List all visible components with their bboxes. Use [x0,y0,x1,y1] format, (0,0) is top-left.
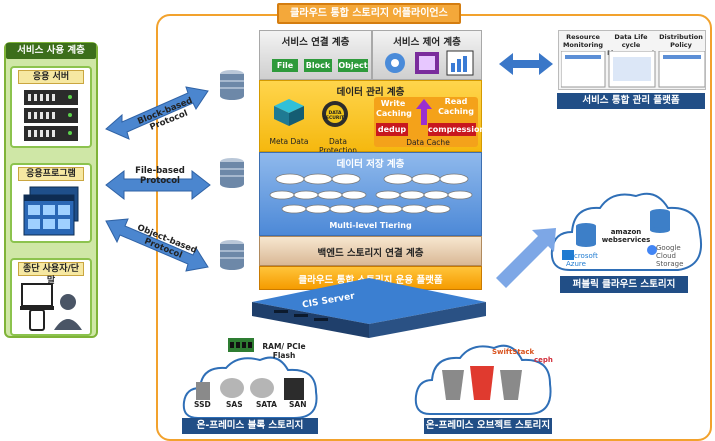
control-tools-icon [385,50,474,76]
read-caching-label: Read Caching [438,97,474,116]
metadata-cube-icon [274,99,304,126]
management-link-arrow [499,53,553,75]
data-management-title: 데이터 관리 계층 [336,87,405,98]
app-server-box: 응용 서버 [10,66,92,148]
database-icon [220,70,244,100]
backend-storage-title: 백엔드 스토리지 연결 계층 [317,248,424,259]
amazon-provider: amazon webservices [601,228,651,244]
service-usage-title: 서비스 사용 계층 [6,43,96,59]
google-provider: Google Cloud Storage [656,244,684,268]
write-caching-label: Write Caching [376,99,412,118]
user-devices-icon [20,283,82,331]
file-tag: File [272,59,298,72]
data-storage-layer: 데이터 저장 계층 Multi-level Tiering [259,152,482,236]
protocol-arrows [105,86,211,272]
database-icon [220,240,244,270]
data-management-layer: 데이터 관리 계층 Meta Data DATA SECURITY Data P… [259,80,486,155]
management-screens: Resource Monitoring Data Life cycle Mana… [558,30,706,90]
data-security-icon [322,101,348,127]
data-cache-label: Data Cache [406,138,450,147]
object-storage-cloud [414,344,552,415]
backend-storage-layer: 백엔드 스토리지 연결 계층 [259,236,482,266]
swiftstack-brand: SwiftStack [492,348,535,356]
ceph-brand: ceph [534,356,553,364]
compression-tag: compression [428,123,486,136]
block-storage-title: 온-프레미스 블록 스토리지 [182,418,318,434]
object-protocol-arrow [105,218,209,272]
data-storage-title: 데이터 저장 계층 [336,159,405,170]
app-program-label: 응용프로그램 [18,167,84,181]
block-protocol-arrow [105,86,209,140]
block-tag: Block [304,59,332,72]
storage-disk-array-icon [269,173,473,214]
memory-chip-icon [228,338,254,352]
public-cloud-title: 퍼블릭 클라우드 스토리지 [560,276,688,293]
app-server-label: 응용 서버 [18,70,84,84]
service-connect-title: 서비스 연결 계층 [281,37,350,48]
end-user-box: 종단 사용자/단말 [10,258,92,336]
azure-provider: Microsoft Azure [566,252,598,268]
application-window-icon [23,186,79,236]
data-protection-label: Data Protection [319,137,357,155]
service-control-layer: 서비스 제어 계층 [372,30,482,80]
cache-flow-icon [416,99,432,125]
file-protocol-arrow [105,169,211,201]
app-program-box: 응용프로그램 [10,163,92,243]
database-icon [220,158,244,188]
server-rack-icon [24,90,78,141]
dashboard-screens-icon [561,51,705,88]
sas-label: SAS [226,400,243,409]
san-label: SAN [289,400,307,409]
end-user-label: 종단 사용자/단말 [18,262,84,286]
data-security-badge: DATA SECURITY [322,111,348,121]
service-connect-layer: 서비스 연결 계층 File Block Object [259,30,372,80]
file-protocol-label: File-based Protocol [135,166,185,186]
metadata-label: Meta Data [269,137,309,146]
object-tag: Object [338,59,368,72]
dedup-tag: dedup [376,123,408,136]
ram-flash-label: RAM/ PCIe Flash [262,342,306,360]
cis-server-icon [252,278,486,338]
block-storage-cloud [182,356,318,419]
resource-monitoring-label: Resource Monitoring [562,33,604,49]
object-storage-title: 온-프레미스 오브젝트 스토리지 [424,418,552,434]
appliance-title: 클라우드 통합 스토리지 어플라이언스 [277,3,461,24]
public-cloud-arrow [496,228,556,288]
public-cloud-shape [550,192,702,271]
service-control-title: 서비스 제어 계층 [393,37,461,48]
ssd-label: SSD [194,400,211,409]
ram-module-icon [228,334,298,356]
distribution-policy-label: Distribution Policy [659,33,703,49]
management-platform-title: 서비스 통합 관리 플랫폼 [557,93,705,109]
tiering-label: Multi-level Tiering [329,221,412,230]
sata-label: SATA [256,400,277,409]
